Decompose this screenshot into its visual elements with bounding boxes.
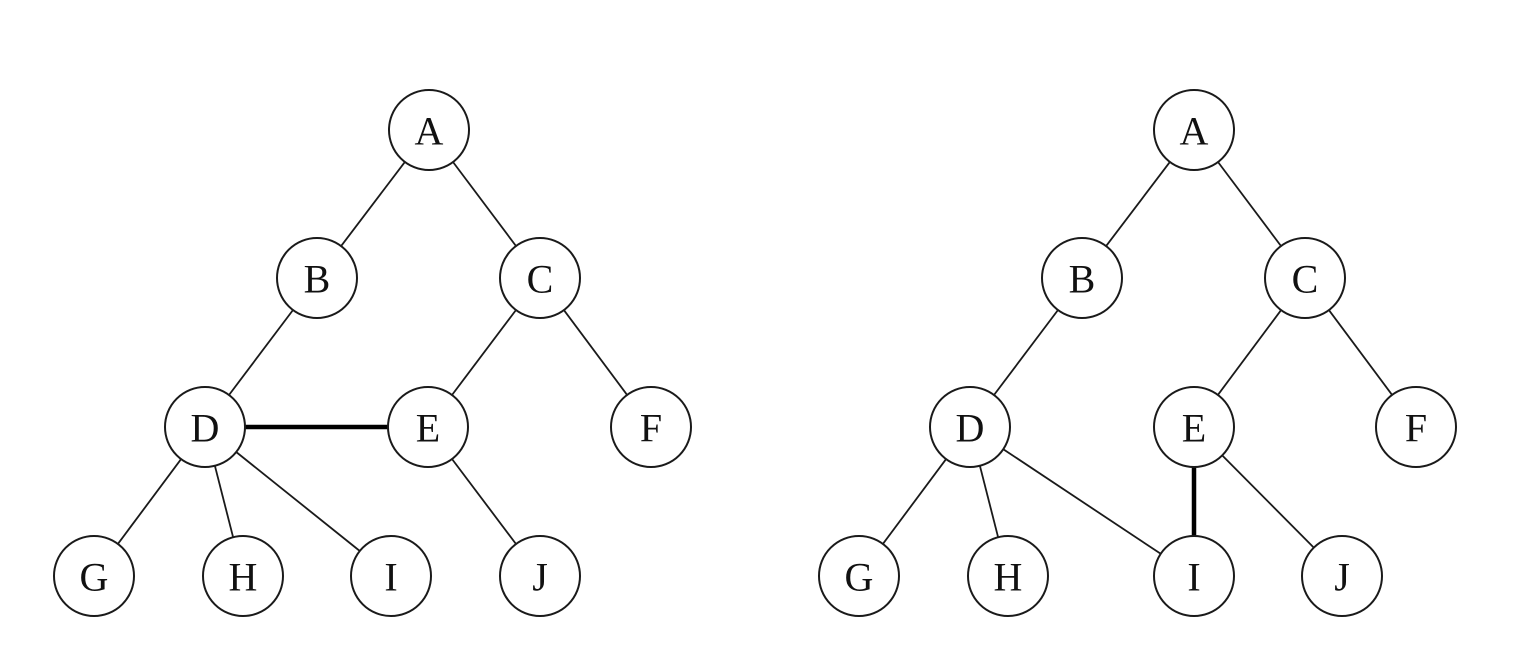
right-node-e: E: [1153, 386, 1235, 468]
node-circle: [967, 535, 1049, 617]
node-label: G: [80, 555, 109, 600]
right-edge-b-d: [993, 309, 1059, 396]
node-circle: [929, 386, 1011, 468]
left-node-j: J: [499, 535, 581, 617]
right-edge-d-h: [979, 465, 999, 538]
right-node-a: A: [1153, 89, 1235, 171]
node-circle: [499, 237, 581, 319]
node-label: C: [1292, 257, 1319, 302]
left-node-h: H: [202, 535, 284, 617]
right-node-f: F: [1375, 386, 1457, 468]
left-node-i: I: [350, 535, 432, 617]
right-edge-c-e: [1217, 309, 1282, 396]
left-tree-edges: [117, 161, 628, 552]
left-node-b: B: [276, 237, 358, 319]
right-edge-a-c: [1217, 161, 1282, 247]
left-edge-b-d: [228, 309, 294, 396]
left-node-g: G: [53, 535, 135, 617]
node-circle: [164, 386, 246, 468]
node-label: J: [532, 555, 548, 600]
node-circle: [1153, 386, 1235, 468]
left-edge-d-i: [235, 451, 361, 552]
node-label: I: [384, 555, 397, 600]
right-tree-diagram: A B C D E F G H I J: [818, 89, 1457, 617]
node-circle: [350, 535, 432, 617]
node-circle: [1264, 237, 1346, 319]
left-edge-c-e: [451, 309, 517, 396]
node-circle: [1375, 386, 1457, 468]
right-node-g: G: [818, 535, 900, 617]
node-label: B: [1069, 257, 1096, 302]
right-edge-d-g: [882, 458, 947, 545]
node-label: J: [1334, 555, 1350, 600]
node-label: F: [640, 406, 662, 451]
left-node-a: A: [388, 89, 470, 171]
left-node-d: D: [164, 386, 246, 468]
node-label: A: [1180, 109, 1209, 154]
node-label: E: [1182, 406, 1206, 451]
node-label: C: [527, 257, 554, 302]
node-circle: [276, 237, 358, 319]
node-circle: [387, 386, 469, 468]
node-circle: [1301, 535, 1383, 617]
left-node-c: C: [499, 237, 581, 319]
node-label: D: [956, 406, 985, 451]
node-label: G: [845, 555, 874, 600]
right-node-c: C: [1264, 237, 1346, 319]
node-circle: [1153, 89, 1235, 171]
left-tree-diagram: A B C D E F G H I J: [53, 89, 692, 617]
left-node-f: F: [610, 386, 692, 468]
right-node-b: B: [1041, 237, 1123, 319]
node-label: H: [994, 555, 1023, 600]
node-circle: [499, 535, 581, 617]
left-edge-d-g: [117, 458, 182, 545]
node-label: F: [1405, 406, 1427, 451]
node-circle: [1153, 535, 1235, 617]
right-node-h: H: [967, 535, 1049, 617]
node-circle: [610, 386, 692, 468]
left-edge-c-f: [563, 309, 628, 396]
right-node-d: D: [929, 386, 1011, 468]
left-edge-a-b: [340, 161, 406, 247]
node-circle: [1041, 237, 1123, 319]
left-tree-nodes: A B C D E F G H I J: [53, 89, 692, 617]
node-circle: [388, 89, 470, 171]
node-circle: [53, 535, 135, 617]
right-edge-e-j: [1221, 454, 1315, 549]
node-label: D: [191, 406, 220, 451]
left-edge-d-h: [214, 465, 234, 538]
left-node-e: E: [387, 386, 469, 468]
node-circle: [202, 535, 284, 617]
node-label: I: [1187, 555, 1200, 600]
right-node-i: I: [1153, 535, 1235, 617]
node-label: B: [304, 257, 331, 302]
left-edge-e-j: [451, 458, 517, 545]
right-edge-a-b: [1105, 161, 1171, 247]
node-circle: [818, 535, 900, 617]
node-label: H: [229, 555, 258, 600]
right-edge-c-f: [1328, 309, 1393, 396]
right-edge-d-i: [1002, 448, 1162, 555]
node-label: A: [415, 109, 444, 154]
left-edge-a-c: [452, 161, 517, 247]
node-label: E: [416, 406, 440, 451]
right-node-j: J: [1301, 535, 1383, 617]
right-tree-nodes: A B C D E F G H I J: [818, 89, 1457, 617]
right-tree-edges: [882, 161, 1393, 555]
